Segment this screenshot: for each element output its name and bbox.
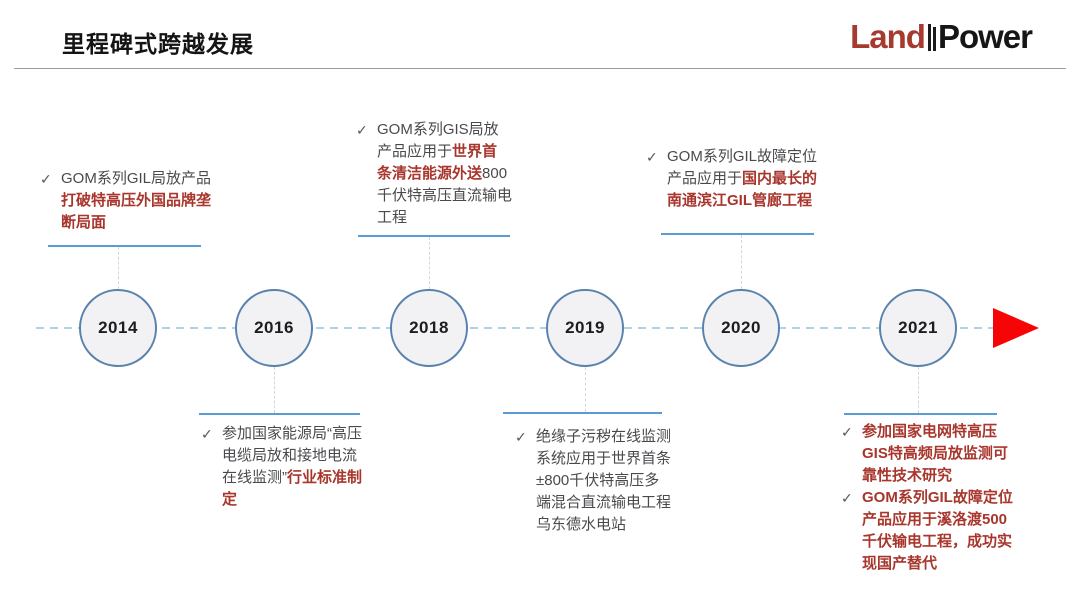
year-circle: 2016 <box>235 289 313 367</box>
milestone-connector <box>740 235 742 289</box>
milestone-connector <box>273 367 275 413</box>
note-item: ✓ GOM系列GIL故障定位产品应用于国内最长的南通滨江GIL管廊工程 <box>646 146 822 212</box>
milestone-notes: ✓ GOM系列GIL故障定位产品应用于国内最长的南通滨江GIL管廊工程 <box>646 146 822 212</box>
note-item: ✓ GOM系列GIL局放产品打破特高压外国品牌垄断局面 <box>40 168 212 234</box>
timeline-axis <box>36 327 993 329</box>
checkmark-icon: ✓ <box>646 149 658 165</box>
page-title: 里程碑式跨越发展 <box>62 31 254 57</box>
logo-power-text: Power <box>937 18 1033 55</box>
year-circle: 2014 <box>79 289 157 367</box>
year-label: 2016 <box>254 318 294 337</box>
note-item: ✓ GOM系列GIL故障定位产品应用于溪洛渡500千伏输电工程，成功实现国产替代 <box>841 487 1021 575</box>
year-label: 2019 <box>565 318 605 337</box>
year-circle: 2018 <box>390 289 468 367</box>
year-label: 2021 <box>898 318 938 337</box>
year-circle: 2021 <box>879 289 957 367</box>
milestone-connector <box>584 367 586 412</box>
note-emphasis-text: GOM系列GIL故障定位产品应用于溪洛渡500千伏输电工程，成功实现国产替代 <box>862 489 1013 572</box>
note-emphasis-text: 打破特高压外国品牌垄断局面 <box>61 192 212 231</box>
milestone-rule <box>48 245 201 247</box>
note-plain-text: 绝缘子污秽在线监测系统应用于世界首条±800千伏特高压多端混合直流输电工程乌东德… <box>536 428 672 533</box>
note-plain-text: GOM系列GIL局放产品 <box>61 170 212 187</box>
milestone-rule <box>661 233 814 235</box>
checkmark-icon: ✓ <box>841 424 853 440</box>
checkmark-icon: ✓ <box>356 122 368 138</box>
note-text: 参加国家能源局“高压电缆局放和接地电流在线监测”行业标准制定 <box>222 423 371 511</box>
milestone-connector <box>428 237 430 289</box>
milestone-notes: ✓ 参加国家电网特高压GIS特高频局放监测可靠性技术研究 ✓ GOM系列GIL故障定位… <box>841 421 1021 575</box>
year-circle: 2019 <box>546 289 624 367</box>
checkmark-icon: ✓ <box>201 426 213 442</box>
note-item: ✓ GOM系列GIS局放产品应用于世界首条清洁能源外送800千伏特高压直流输电工程 <box>356 119 512 229</box>
note-text: GOM系列GIS局放产品应用于世界首条清洁能源外送800千伏特高压直流输电工程 <box>377 119 512 229</box>
milestone-notes: ✓ 参加国家能源局“高压电缆局放和接地电流在线监测”行业标准制定 <box>201 423 371 511</box>
milestone-notes: ✓ 绝缘子污秽在线监测系统应用于世界首条±800千伏特高压多端混合直流输电工程乌东… <box>515 426 671 536</box>
note-plain-text: 参加国家能源局“高压电缆局放和接地电流在线监测” <box>222 425 362 486</box>
note-text: 参加国家电网特高压GIS特高频局放监测可靠性技术研究 <box>862 421 1021 487</box>
note-item: ✓ 参加国家电网特高压GIS特高频局放监测可靠性技术研究 <box>841 421 1021 487</box>
milestone-notes: ✓ GOM系列GIL局放产品打破特高压外国品牌垄断局面 <box>40 168 212 234</box>
year-circle: 2020 <box>702 289 780 367</box>
checkmark-icon: ✓ <box>841 490 853 506</box>
logo-bars-icon <box>927 24 936 51</box>
note-plain-text: GOM系列GIL故障定位产品应用于 <box>667 148 818 187</box>
year-label: 2018 <box>409 318 449 337</box>
note-plain-text: GOM系列GIS局放产品应用于 <box>377 121 499 160</box>
milestone-notes: ✓ GOM系列GIS局放产品应用于世界首条清洁能源外送800千伏特高压直流输电工程 <box>356 119 512 229</box>
milestone-rule <box>358 235 510 237</box>
note-emphasis-text: 参加国家电网特高压GIS特高频局放监测可靠性技术研究 <box>862 423 1008 484</box>
year-label: 2020 <box>721 318 761 337</box>
checkmark-icon: ✓ <box>515 429 527 445</box>
note-text: GOM系列GIL故障定位产品应用于溪洛渡500千伏输电工程，成功实现国产替代 <box>862 487 1021 575</box>
milestone-connector <box>117 247 119 289</box>
note-emphasis-text: 世界首条清洁能源外送 <box>377 143 498 182</box>
title-divider <box>14 68 1066 69</box>
logo-land-text: Land <box>850 18 926 55</box>
milestone-rule <box>844 413 997 415</box>
note-item: ✓ 参加国家能源局“高压电缆局放和接地电流在线监测”行业标准制定 <box>201 423 371 511</box>
milestone-rule <box>503 412 662 414</box>
note-item: ✓ 绝缘子污秽在线监测系统应用于世界首条±800千伏特高压多端混合直流输电工程乌东… <box>515 426 671 536</box>
timeline-arrow-icon <box>993 308 1039 348</box>
year-label: 2014 <box>98 318 138 337</box>
note-plain-text: 800千伏特高压直流输电工程 <box>377 165 513 226</box>
note-text: GOM系列GIL局放产品打破特高压外国品牌垄断局面 <box>61 168 212 234</box>
note-emphasis-text: 国内最长的南通滨江GIL管廊工程 <box>667 170 818 209</box>
company-logo: Land Power <box>850 18 1033 55</box>
checkmark-icon: ✓ <box>40 171 52 187</box>
note-emphasis-text: 行业标准制定 <box>222 469 363 508</box>
note-text: 绝缘子污秽在线监测系统应用于世界首条±800千伏特高压多端混合直流输电工程乌东德… <box>536 426 671 536</box>
note-text: GOM系列GIL故障定位产品应用于国内最长的南通滨江GIL管廊工程 <box>667 146 822 212</box>
milestone-rule <box>199 413 360 415</box>
milestone-connector <box>917 367 919 413</box>
